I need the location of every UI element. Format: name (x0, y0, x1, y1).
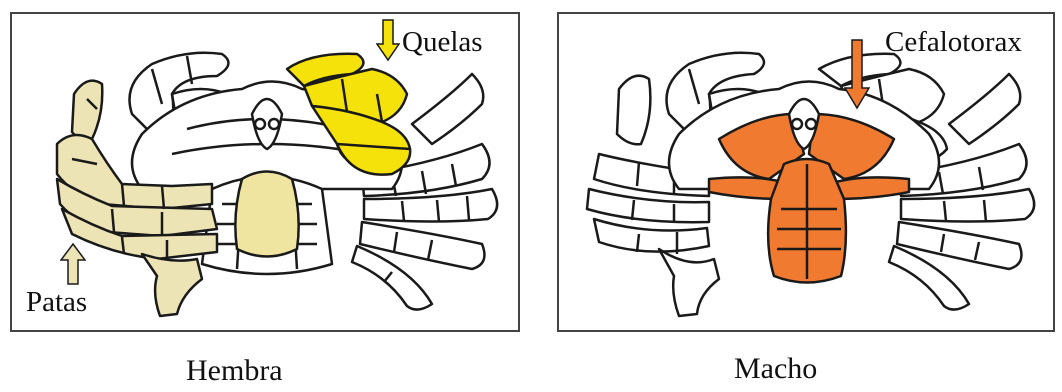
claws-arrow-icon (376, 18, 400, 62)
cephalothorax-arrow-icon (844, 38, 870, 110)
male-caption: Macho (734, 354, 817, 384)
claws-label: Quelas (402, 28, 483, 57)
female-crab-panel: Quelas Patas (10, 12, 520, 332)
male-crab-panel: Cefalotorax (557, 12, 1055, 332)
male-crab-illustration (559, 14, 1053, 330)
legs-arrow-icon (60, 242, 86, 286)
legs-label: Patas (26, 288, 87, 317)
abdomen (235, 172, 298, 257)
female-crab-illustration (12, 14, 518, 330)
cephalothorax-label: Cefalotorax (885, 28, 1022, 57)
female-caption: Hembra (186, 356, 283, 386)
